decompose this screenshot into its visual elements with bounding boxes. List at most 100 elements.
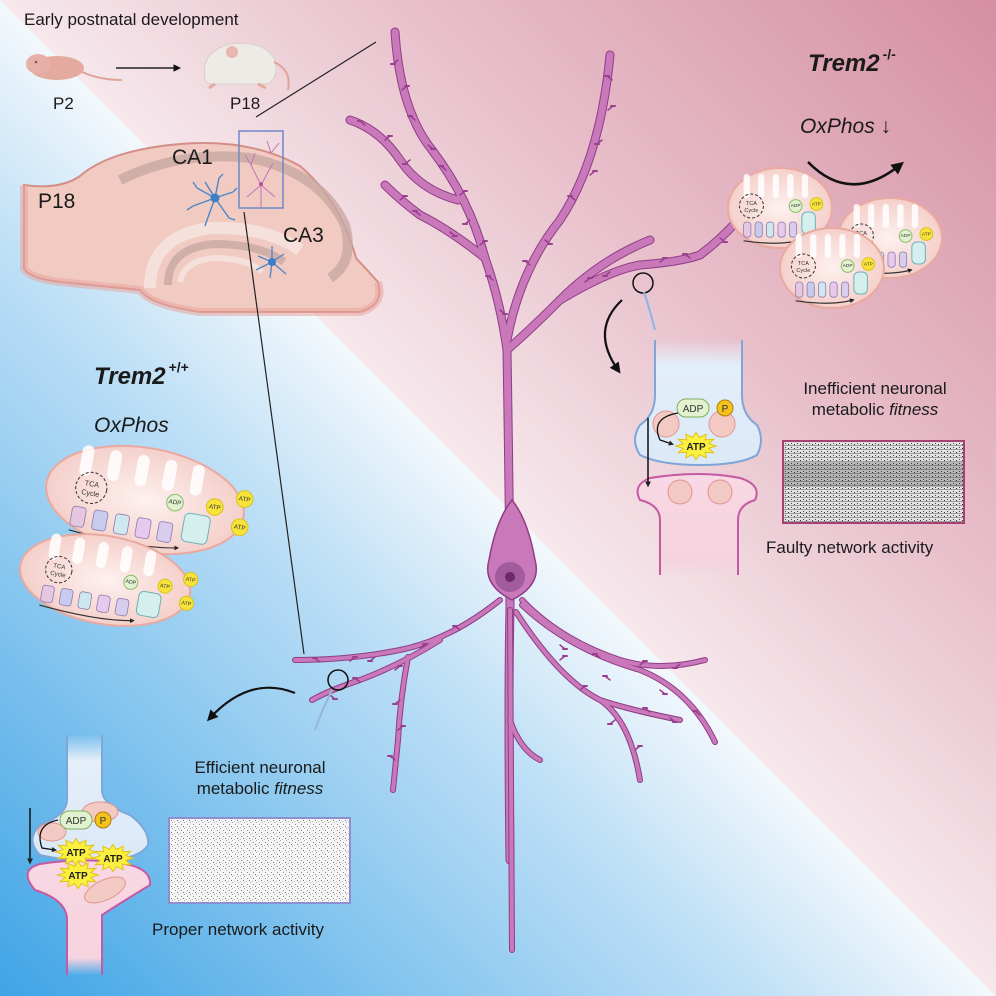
dendritic-spine (312, 657, 321, 663)
etc-complex-iv (840, 281, 850, 298)
svg-text:ATP: ATP (922, 232, 931, 238)
cycle-label: Cycle (796, 268, 810, 274)
etc-complex-iii (112, 513, 130, 536)
dendritic-spine (329, 694, 338, 700)
knockout-phosphate-badge: P (716, 399, 734, 417)
dendritic-spine (499, 309, 508, 315)
atp-icon: ATP (919, 227, 934, 241)
adp-icon: ADP (840, 259, 855, 273)
synapse-focus-circle-knockout (632, 272, 654, 294)
tca-label: TCA (746, 201, 757, 207)
atp-synthase-icon (853, 271, 868, 295)
etc-complex-cytc (96, 594, 111, 614)
svg-text:ADP: ADP (843, 263, 853, 269)
dendritic-spine (692, 710, 701, 716)
cycle-label: Cycle (744, 208, 758, 214)
stage-start-label: P2 (53, 94, 74, 113)
dendritic-spine (392, 699, 401, 705)
p18-mouse-icon (203, 42, 290, 91)
proper-network-label: Proper network activity (152, 920, 324, 939)
svg-text:ATP: ATP (238, 495, 251, 504)
atp-icon: ATP (809, 197, 824, 211)
knockout-fitness-line1: Inefficient neuronal (803, 379, 947, 398)
dendritic-spine (594, 139, 603, 145)
adp-icon: ADP (788, 199, 803, 213)
etc-complex-ii (58, 588, 74, 607)
tca-label: TCA (84, 478, 100, 489)
proton-flow-arrow (795, 298, 855, 304)
etc-complex-ii (91, 509, 109, 532)
etc-complex-iii (766, 221, 775, 238)
dendritic-spine (479, 240, 488, 246)
hippocampus-age-label: P18 (38, 190, 76, 213)
etc-complex-cytc (887, 251, 896, 268)
dendritic-spine (387, 755, 396, 761)
svg-text:P: P (722, 404, 729, 415)
adp-icon: ADP (898, 229, 913, 243)
dendritic-spine (367, 656, 376, 662)
knockout-gene-name: Trem2 (808, 50, 880, 77)
dendritic-spine (659, 689, 668, 695)
dendritic-spine (602, 675, 611, 681)
svg-text:ATP: ATP (864, 262, 873, 268)
knockout-adp-badge: ADP (676, 398, 710, 418)
atp-icon: ATP (861, 257, 876, 271)
knockout-genotype-title: Trem2-/- (808, 46, 896, 78)
etc-complex-i (795, 281, 804, 298)
wildtype-adp-badge: ADP (59, 810, 93, 830)
svg-text:ATP: ATP (686, 442, 706, 453)
dendritic-spine (384, 135, 393, 141)
dendritic-spine (427, 144, 436, 150)
microglia-ca3-icon (255, 246, 287, 279)
knockout-pathway-label: OxPhos ↓ (800, 115, 891, 139)
atp-icon: ATP (157, 578, 173, 594)
svg-text:ADP: ADP (683, 404, 704, 415)
dendritic-spine (390, 59, 399, 65)
etc-complex-cytc (829, 281, 838, 298)
dendritic-spine (485, 275, 494, 281)
etc-complex-cytc (777, 221, 786, 238)
knockout-fitness-label: Inefficient neuronal metabolic fitness (770, 378, 980, 420)
atp-icon: ATP (206, 498, 224, 516)
dendritic-spine (639, 660, 648, 666)
etc-complex-iii (818, 281, 827, 298)
adp-icon: ADP (166, 493, 184, 512)
dendritic-spine (592, 653, 601, 659)
zoom-line-top (255, 41, 377, 118)
dendritic-spine (634, 745, 643, 751)
proton-flow-arrow (39, 604, 135, 624)
wildtype-genotype-superscript: +/+ (168, 359, 189, 375)
wildtype-fitness-line1: Efficient neuronal (194, 758, 326, 777)
dendritic-spine (462, 219, 471, 225)
wildtype-gene-name: Trem2 (94, 363, 166, 390)
tca-label: TCA (798, 261, 809, 267)
dendritic-spine (584, 277, 593, 283)
svg-text:ADP: ADP (168, 498, 182, 507)
svg-text:ATP: ATP (185, 576, 196, 584)
dendritic-spine (719, 237, 728, 243)
svg-text:P: P (100, 816, 107, 827)
faulty-network-label: Faulty network activity (766, 538, 934, 557)
svg-text:ATP: ATP (160, 583, 171, 591)
synapse-focus-circle-wildtype (327, 669, 349, 691)
atp-synthase-icon (180, 512, 211, 545)
svg-text:ATP: ATP (208, 503, 221, 512)
dendritic-spine (452, 625, 461, 631)
dendritic-spine (559, 655, 568, 661)
wildtype-phosphate-badge: P (94, 811, 112, 829)
dendritic-spine (399, 195, 408, 201)
wildtype-fitness-label: Efficient neuronal metabolic fitness (160, 757, 360, 799)
knockout-fitness-line2: metabolic fitness (811, 400, 939, 419)
dendritic-spine (352, 677, 361, 683)
atp-icon: ATP (178, 595, 195, 611)
faulty-network-raster-dark-band (784, 462, 963, 487)
etc-complex-iii (77, 591, 93, 610)
down-arrow-icon: ↓ (880, 115, 892, 138)
stage-end-label: P18 (230, 94, 261, 113)
